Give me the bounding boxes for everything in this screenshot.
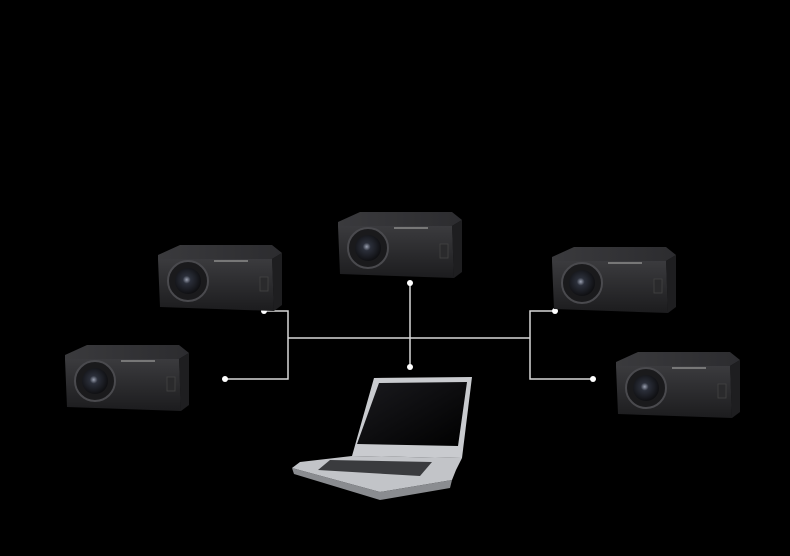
port-dot [407, 364, 413, 370]
projector-top-center [337, 211, 463, 279]
port-dot [590, 376, 596, 382]
left-bracket [225, 310, 289, 380]
laptop [292, 377, 472, 500]
projector-upper-left [157, 244, 283, 312]
connector-lines [225, 283, 593, 380]
right-bracket [529, 310, 593, 380]
projector-lower-left [64, 344, 190, 412]
projector-lower-right [615, 351, 741, 419]
port-dot [222, 376, 228, 382]
projector-upper-right [551, 246, 677, 314]
port-dot [552, 308, 558, 314]
port-dot [407, 280, 413, 286]
